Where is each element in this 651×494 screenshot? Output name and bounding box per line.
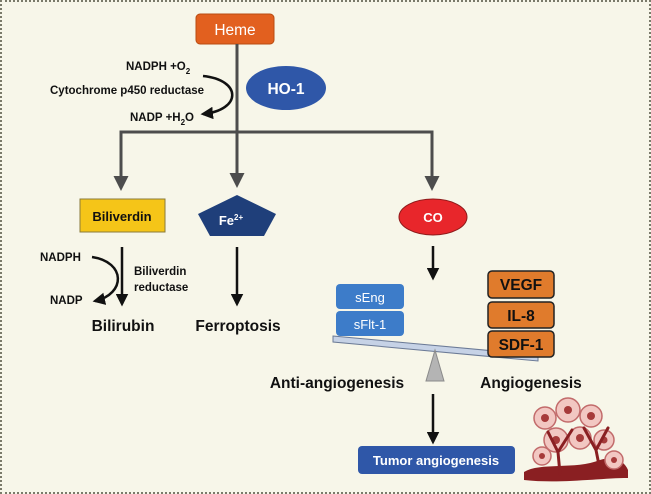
heme-label: Heme (214, 22, 255, 39)
fe-node: Fe2+ (198, 195, 276, 236)
tumor-cells-icon (524, 397, 628, 482)
fe-label: Fe2+ (219, 213, 244, 228)
reaction2-enzyme-line1: Biliverdin (134, 266, 186, 278)
anti-angiogenic-factor-sFlt-1: sFlt-1 (336, 311, 404, 336)
balance-pivot-icon (425, 348, 445, 382)
angiogenesis-label: Angiogenesis (480, 375, 582, 392)
reaction2-enzyme-line2: reductase (134, 282, 188, 294)
ho1-node: HO-1 (246, 66, 326, 110)
VEGF-label: VEGF (500, 277, 542, 294)
reaction2-nadph: NADPH (40, 252, 81, 264)
ho1-label: HO-1 (267, 81, 304, 98)
reaction1-curved-arrow (200, 74, 234, 120)
sEng-label: sEng (355, 290, 385, 305)
balance-scale: sEng sFlt-1 VEGF IL-8 SDF-1 (332, 270, 555, 382)
angiogenic-factor-SDF-1: SDF-1 (487, 330, 555, 358)
biliverdin-label: Biliverdin (92, 209, 151, 224)
reaction1-nadph-o2: NADPH +O2 (126, 61, 191, 76)
balance-beam (332, 335, 539, 362)
branch-co-arrow (237, 130, 440, 191)
branch-biliverdin-arrow (113, 130, 239, 191)
reaction1-nadp-h2o: NADP +H2O (130, 112, 194, 127)
anti-angiogenic-factor-sEng: sEng (336, 284, 404, 309)
tumor-angiogenesis-label: Tumor angiogenesis (373, 453, 499, 468)
tumor-angiogenesis-node: Tumor angiogenesis (358, 446, 515, 474)
SDF-1-label: SDF-1 (499, 337, 544, 354)
heme-node: Heme (195, 13, 275, 45)
reaction2-curved-arrow (91, 255, 120, 305)
angiogenic-factor-VEGF: VEGF (487, 270, 555, 299)
sFlt-1-label: sFlt-1 (354, 317, 387, 332)
angiogenic-factor-IL-8: IL-8 (487, 301, 555, 329)
reaction2-nadp: NADP (50, 295, 83, 307)
ferroptosis-label: Ferroptosis (195, 318, 280, 335)
co-label: CO (423, 210, 443, 225)
biliverdin-node: Biliverdin (79, 198, 166, 233)
co-node: CO (398, 198, 468, 236)
bilirubin-label: Bilirubin (92, 318, 155, 335)
IL-8-label: IL-8 (507, 308, 535, 325)
reaction1-enzyme: Cytochrome p450 reductase (50, 85, 204, 97)
anti-angiogenesis-label: Anti-angiogenesis (270, 375, 404, 392)
